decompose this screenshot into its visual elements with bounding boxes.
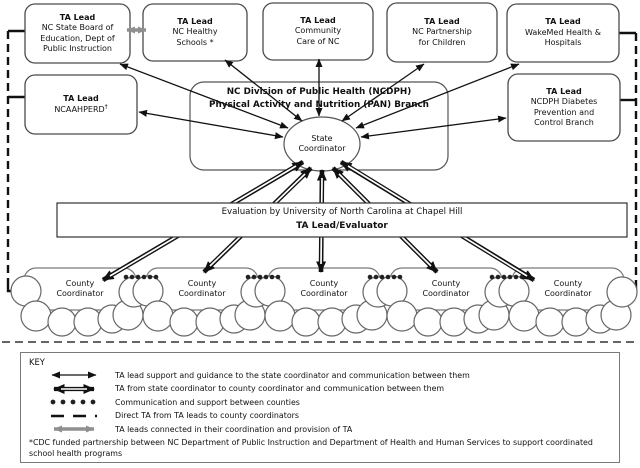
left-dashed-border [6, 29, 25, 296]
arrow-ncaahperd [138, 109, 284, 140]
key-row: Communication and support between counti… [43, 396, 613, 408]
dashed-line-icon [43, 410, 105, 422]
arrow-diabetes [360, 115, 507, 140]
key-label: TA lead support and guidance to the stat… [115, 370, 470, 380]
key-footnote: *CDC funded partnership between NC Depar… [29, 438, 593, 458]
box-diabetes [507, 73, 621, 142]
county-cluster [376, 267, 516, 337]
key-row: TA leads connected in their coordination… [43, 423, 613, 435]
box-wakemed [506, 3, 620, 63]
evaluation-band-box [56, 202, 628, 238]
key-row: TA lead support and guidance to the stat… [43, 369, 613, 381]
thick-double-arrow-icon [43, 383, 105, 395]
key-row: TA from state coordinator to county coor… [43, 383, 613, 395]
arrow-healthy [224, 59, 303, 122]
box-healthy-schools [142, 3, 248, 62]
thin-double-arrow-icon [43, 369, 105, 381]
county-clusters [10, 267, 638, 337]
key-label: TA leads connected in their coordination… [115, 424, 353, 434]
gray-double-arrow-icon [43, 423, 105, 435]
dotted-line-icon [43, 396, 105, 408]
key-row: Direct TA from TA leads to county coordi… [43, 410, 613, 422]
key-label: Communication and support between counti… [115, 397, 300, 407]
key-legend: KEY TA lead support and guidance to the … [20, 352, 620, 463]
county-cluster [132, 267, 272, 337]
county-cluster [254, 267, 394, 337]
key-label: TA from state coordinator to county coor… [115, 384, 445, 393]
box-ncaahperd [24, 74, 138, 135]
box-partnership [386, 2, 498, 63]
county-cluster [10, 267, 150, 337]
box-board [24, 3, 131, 64]
county-cluster [498, 267, 638, 337]
ta-lead-arrows [119, 58, 520, 140]
state-coordinator-ellipse [283, 116, 361, 172]
right-dashed-border [619, 31, 638, 296]
box-community-care [262, 2, 374, 61]
key-title: KEY [29, 357, 45, 367]
key-label: Direct TA from TA leads to county coordi… [115, 411, 300, 420]
